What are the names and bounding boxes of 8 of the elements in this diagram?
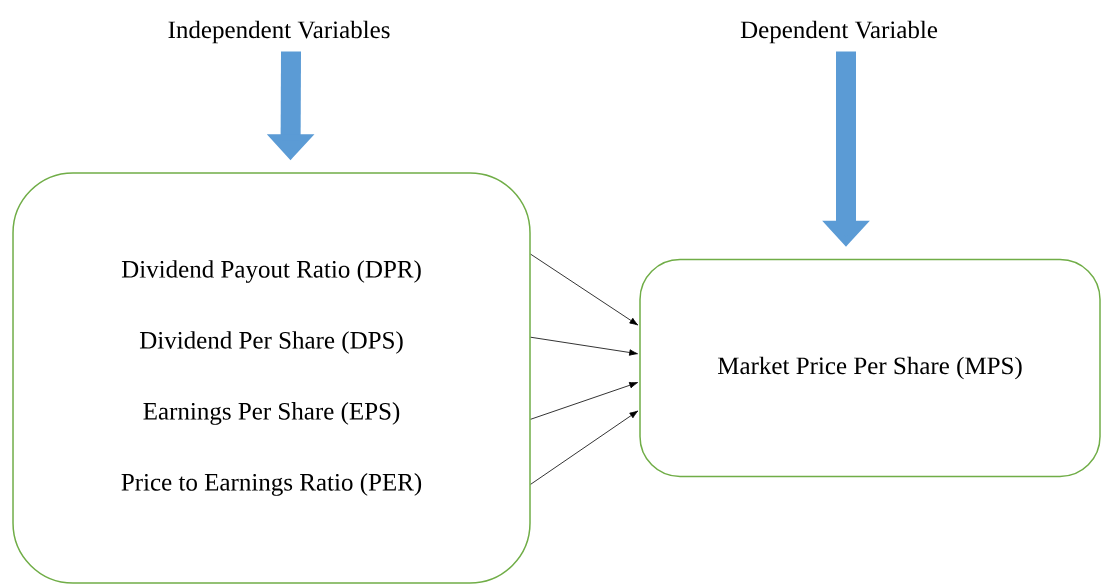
- arrow: [530, 253, 639, 326]
- arrow: [530, 382, 638, 420]
- heading-text: Independent Variables: [168, 20, 390, 44]
- variable-box: Market Price Per Share (MPS): [639, 258, 1101, 478]
- heading-text: Dependent Variable: [740, 20, 938, 44]
- arrow: [530, 336, 638, 356]
- arrow: [530, 410, 639, 485]
- variable-box: Dividend Payout Ratio (DPR) Dividend Per Share (DPS) Earnings Per Share (EPS) Price to Earnings Ratio (PER): [12, 172, 531, 584]
